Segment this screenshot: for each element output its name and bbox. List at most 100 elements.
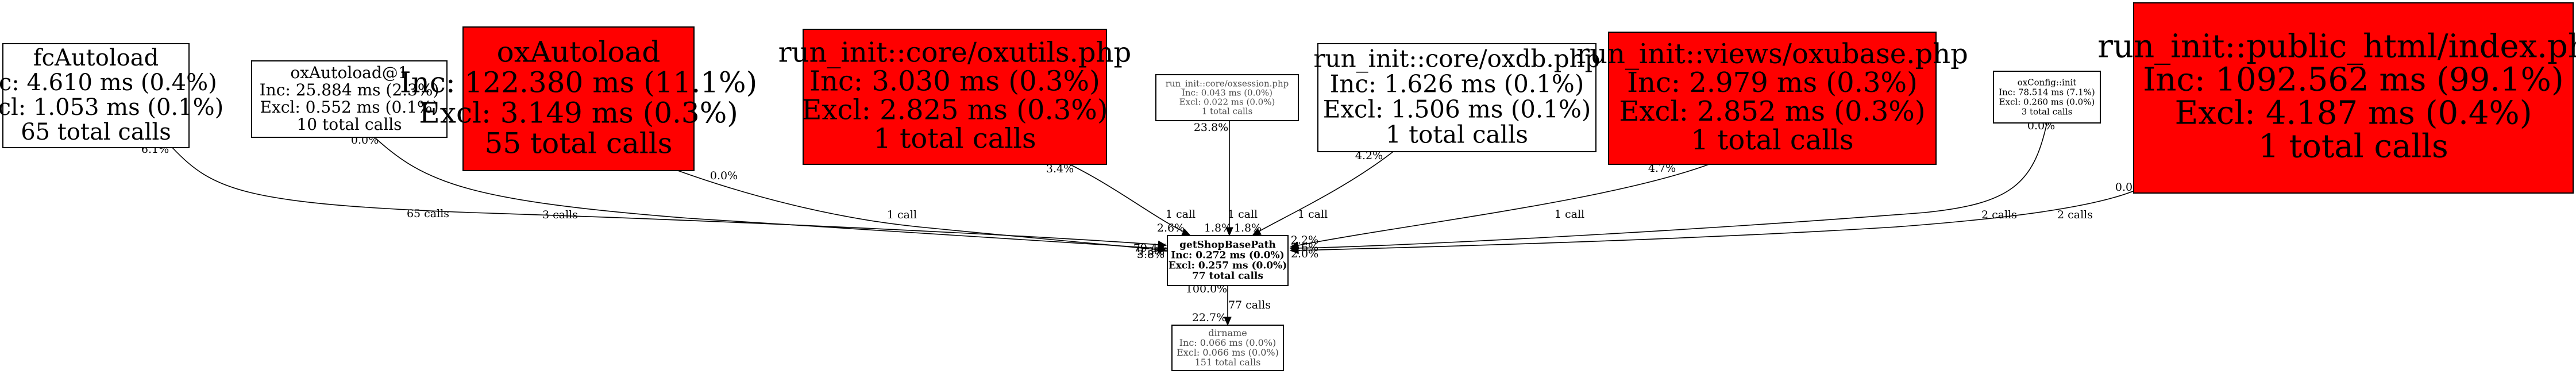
arrowhead	[1225, 227, 1233, 237]
node-inclusive-time: Inc: 2.979 ms (0.3%)	[1627, 67, 1918, 99]
node-box	[1167, 235, 1289, 286]
arrowhead	[1224, 317, 1232, 326]
node-inclusive-time: Inc: 122.380 ms (11.1%)	[400, 65, 757, 99]
edge-tail-percent: 3.4%	[1046, 163, 1074, 175]
edge-line	[1295, 164, 1710, 246]
node-function-name: oxAutoload@1	[290, 63, 408, 82]
edge-line	[677, 170, 1166, 251]
node-function-name: oxConfig::init	[2018, 77, 2077, 87]
node-box	[803, 29, 1107, 165]
node-total-calls: 151 total calls	[1195, 357, 1261, 368]
edge-tail-percent: 4.7%	[1648, 162, 1676, 175]
node-exclusive-time: Excl: 0.022 ms (0.0%)	[1179, 97, 1275, 107]
edge-call-count: 1 call	[887, 209, 917, 221]
node-inclusive-time: Inc: 0.043 ms (0.0%)	[1182, 87, 1272, 98]
node-exclusive-time: Excl: 2.852 ms (0.3%)	[1619, 95, 1925, 128]
edge-line	[1295, 122, 2047, 249]
node-exclusive-time: Excl: 1.506 ms (0.1%)	[1323, 95, 1591, 123]
node-box	[1155, 74, 1299, 121]
node-inclusive-time: Inc: 1.626 ms (0.1%)	[1330, 70, 1584, 98]
node-function-name: oxAutoload	[497, 35, 661, 68]
node-box	[1171, 325, 1284, 371]
edge-tail-percent: 4.2%	[1355, 149, 1383, 162]
edge-call-count: 1 call	[1228, 208, 1258, 221]
node-inclusive-time: Inc: 78.514 ms (7.1%)	[1999, 87, 2095, 97]
node-function-name: run_init::core/oxutils.php	[778, 37, 1131, 69]
node-exclusive-time: Excl: 0.066 ms (0.0%)	[1177, 347, 1279, 358]
edge-call-count: 1 call	[1555, 208, 1584, 221]
node-function-name: fcAutoload	[33, 45, 159, 71]
node-total-calls: 1 total calls	[2258, 128, 2448, 165]
edge-head-percent: 22.7%	[1192, 311, 1227, 324]
edge-oxsession-to-get-shop-base-path: 1 call 23.8% 1.8%	[1194, 121, 1258, 237]
edge-ox-autoload-to-get-shop-base-path: 1 call 0.0% 3.8%	[677, 169, 1167, 261]
node-total-calls: 1 total calls	[1202, 106, 1253, 116]
edge-head-percent: 2.6%	[1157, 222, 1185, 234]
node-function-name: getShopBasePath	[1179, 240, 1276, 251]
node-inclusive-time: Inc: 0.272 ms (0.0%)	[1171, 250, 1284, 261]
node-function-name: dirname	[1208, 327, 1247, 338]
node-box	[251, 60, 448, 138]
node-total-calls: 10 total calls	[296, 115, 402, 134]
edge-line	[1069, 164, 1190, 235]
node-inclusive-time: Inc: 3.030 ms (0.3%)	[809, 65, 1100, 98]
node-total-calls: 1 total calls	[873, 123, 1036, 155]
node-exclusive-time: Excl: 4.187 ms (0.4%)	[2174, 95, 2532, 132]
node-box	[1317, 43, 1596, 152]
node-fc-autoload[interactable]: fcAutoloadInc: 4.610 ms (0.4%)Excl: 1.05…	[0, 43, 223, 148]
node-function-name: run_init::core/oxsession.php	[1166, 78, 1289, 88]
node-total-calls: 65 total calls	[21, 119, 171, 145]
edge-oxubase-to-get-shop-base-path: 1 call 4.7% 2.2%	[1289, 162, 1710, 249]
edge-head-percent: 1.8%	[1234, 222, 1262, 234]
node-box	[462, 26, 695, 171]
node-exclusive-time: Excl: 3.149 ms (0.3%)	[419, 96, 738, 129]
edge-head-percent: 3.8%	[1137, 248, 1164, 261]
edge-line	[172, 147, 1166, 246]
edge-head-percent: 2.2%	[1291, 234, 1318, 246]
node-inclusive-time: Inc: 4.610 ms (0.4%)	[0, 70, 217, 96]
edge-call-count: 77 calls	[1228, 299, 1271, 311]
node-inclusive-time: Inc: 1092.562 ms (99.1%)	[2143, 61, 2563, 99]
node-total-calls: 3 total calls	[2022, 106, 2073, 117]
node-exclusive-time: Excl: 2.825 ms (0.3%)	[801, 94, 1108, 126]
edge-call-count: 1 call	[1298, 208, 1328, 221]
arrowhead	[1289, 246, 1299, 255]
node-exclusive-time: Excl: 1.053 ms (0.1%)	[0, 94, 223, 121]
node-total-calls: 1 total calls	[1386, 120, 1528, 148]
edge-tail-percent: 0.0%	[710, 169, 738, 182]
edge-call-count: 2 calls	[1981, 209, 2017, 221]
edge-call-count: 2 calls	[2057, 209, 2093, 221]
node-box	[1608, 32, 1937, 165]
node-exclusive-time: Excl: 0.260 ms (0.0%)	[1999, 97, 2095, 107]
node-function-name: run_init::public_html/index.php	[2097, 28, 2576, 65]
node-total-calls: 1 total calls	[1691, 124, 1853, 156]
node-exclusive-time: Excl: 0.552 ms (0.1%)	[260, 98, 438, 117]
node-function-name: run_init::views/oxubase.php	[1576, 38, 1968, 70]
node-total-calls: 55 total calls	[485, 126, 673, 160]
edge-head-percent: 2.0%	[1291, 248, 1318, 260]
node-box	[1993, 71, 2101, 124]
node-inclusive-time: Inc: 25.884 ms (2.3%)	[260, 80, 439, 99]
edge-line	[1295, 189, 2138, 251]
edge-head-percent: 1.8%	[1204, 222, 1232, 234]
edge-tail-percent: 23.8%	[1194, 121, 1228, 134]
edge-call-count: 3 calls	[542, 209, 578, 221]
node-box	[2133, 2, 2574, 194]
edge-line	[1253, 151, 1394, 235]
node-total-calls: 77 total calls	[1192, 271, 1263, 282]
node-exclusive-time: Excl: 0.257 ms (0.0%)	[1169, 260, 1287, 272]
edge-oxdb-to-get-shop-base-path: 1 call 4.2% 1.8%	[1234, 149, 1394, 236]
